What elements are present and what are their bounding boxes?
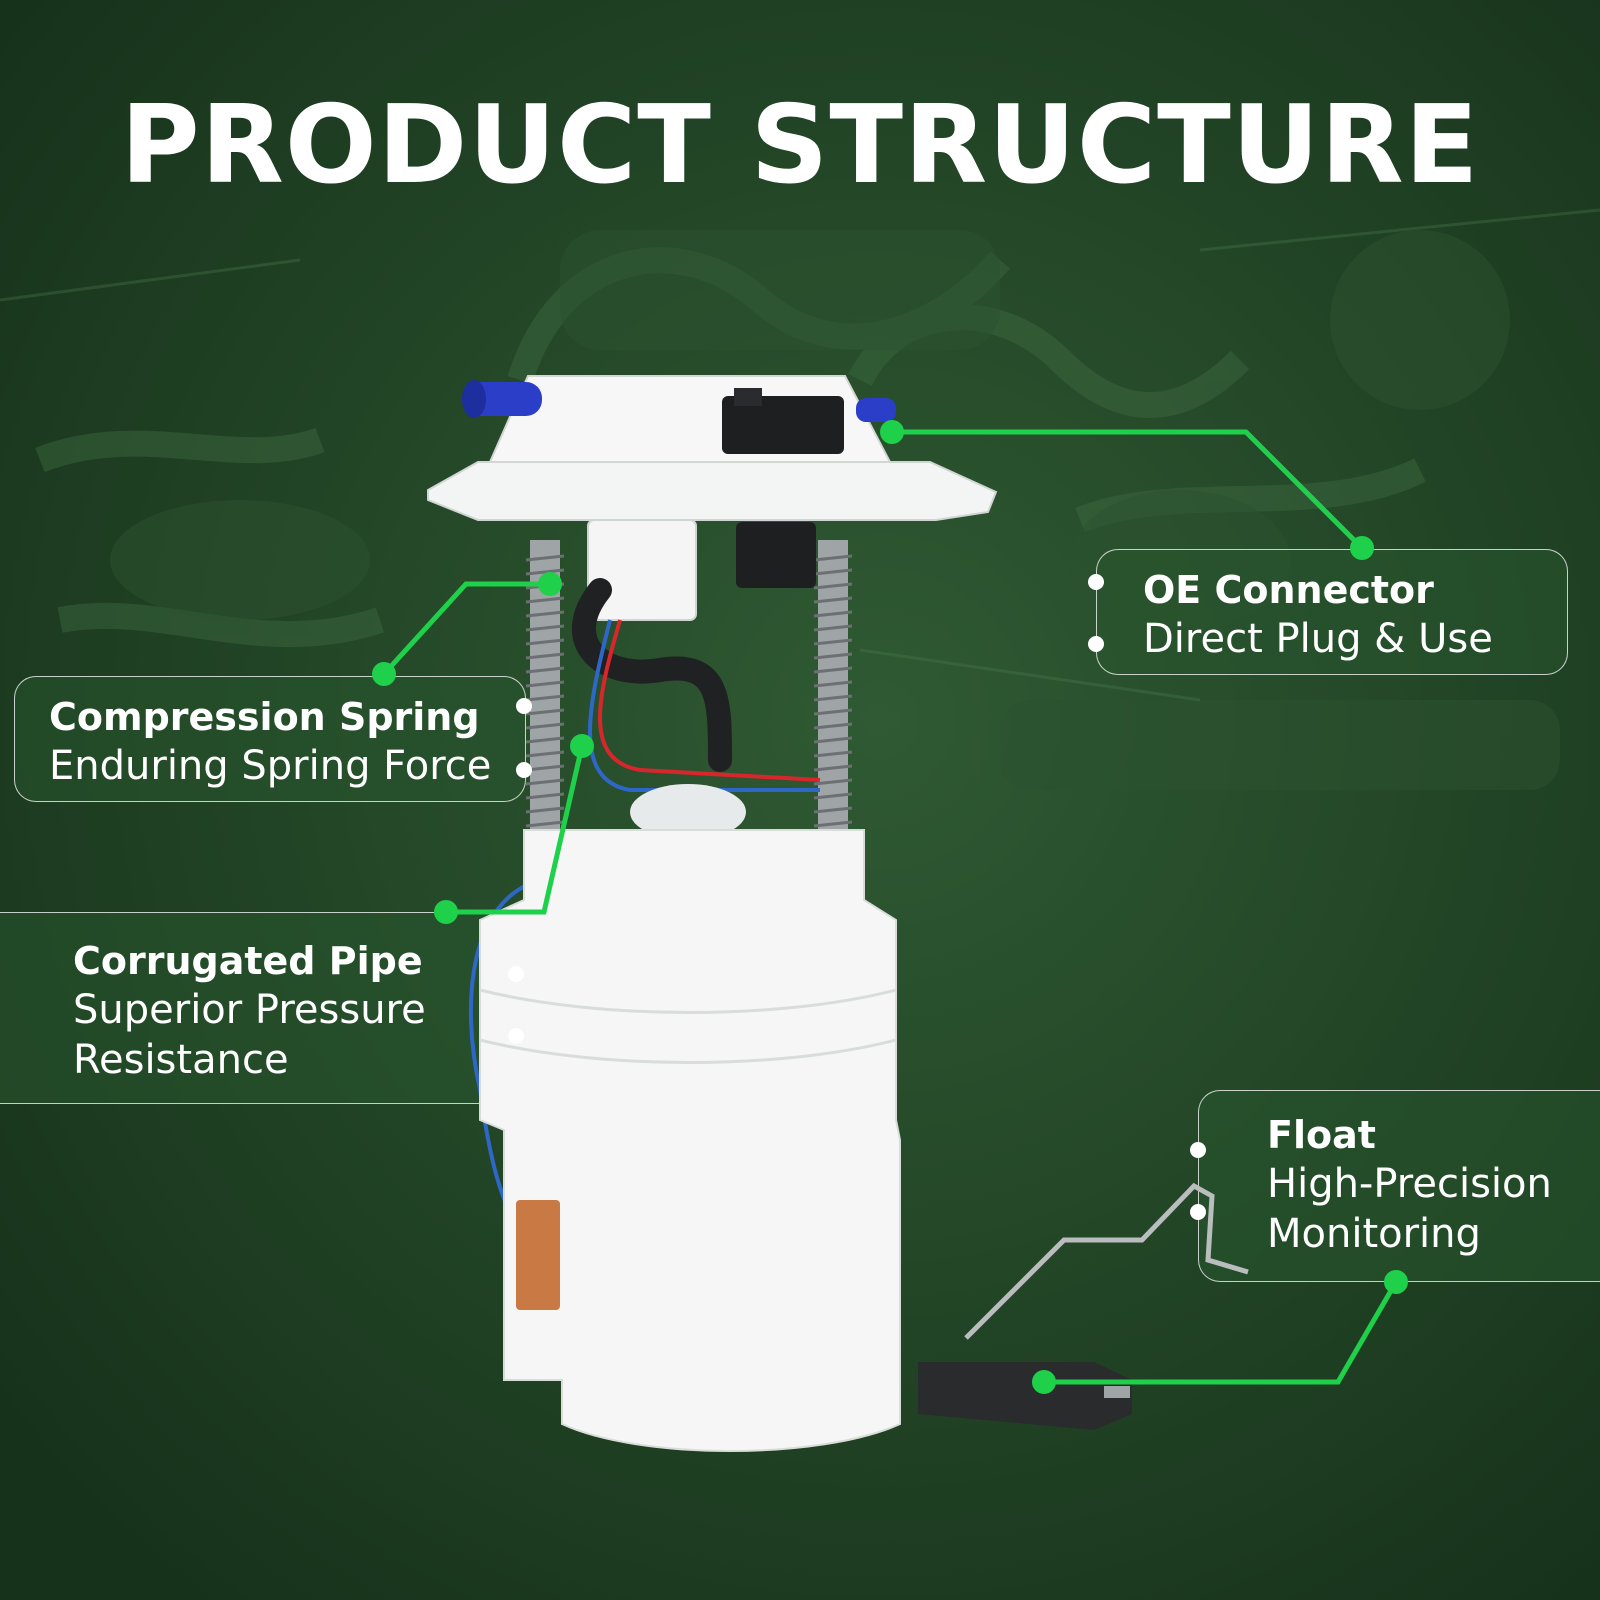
compression-spring-left <box>525 540 565 870</box>
callout-compression-spring: Compression Spring Enduring Spring Force <box>14 676 526 802</box>
callout-float: Float High-Precision Monitoring <box>1198 1090 1600 1282</box>
callout-text: Enduring Spring Force <box>49 743 492 789</box>
callout-text: Monitoring <box>1267 1211 1481 1257</box>
callout-text: High-Precision <box>1267 1161 1552 1207</box>
callout-heading: Corrugated Pipe <box>73 939 423 983</box>
callout-bullet-dots <box>508 574 1206 1220</box>
callout-heading: Float <box>1267 1113 1376 1157</box>
callout-oe-connector: OE Connector Direct Plug & Use <box>1096 549 1568 675</box>
compression-spring-right <box>813 540 853 870</box>
callout-text: Direct Plug & Use <box>1143 616 1493 662</box>
leader-lines <box>382 429 1399 1385</box>
leader-dots <box>372 420 1408 1394</box>
callout-corrugated-pipe: Corrugated Pipe Superior Pressure Resist… <box>0 912 516 1104</box>
callout-text: Superior Pressure <box>73 987 426 1033</box>
callout-heading: OE Connector <box>1143 568 1434 612</box>
page-title: PRODUCT STRUCTURE <box>120 83 1480 208</box>
callout-text: Resistance <box>73 1037 289 1083</box>
fuel-pump-image <box>427 375 1249 1452</box>
callout-heading: Compression Spring <box>49 695 480 739</box>
